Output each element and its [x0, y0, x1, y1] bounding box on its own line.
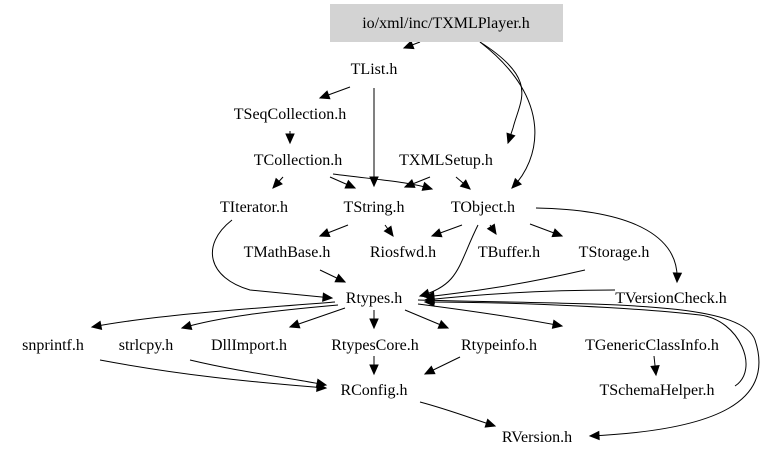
- edge-txmlplayer-to-tobject: [479, 41, 536, 189]
- arrowhead-rtypescore-to-rconfig: [369, 364, 379, 376]
- edge-rtypes-to-strlcpy: [181, 304, 339, 329]
- node-rtypescore[interactable]: RtypesCore.h: [331, 337, 419, 354]
- node-rtypeinfo[interactable]: Rtypeinfo.h: [461, 337, 537, 354]
- edge-tstorage-to-rtypes: [424, 269, 586, 298]
- arrowhead-txmlsetup-to-tstring: [403, 179, 416, 188]
- arrowhead-titerator-to-rtypes: [322, 292, 334, 302]
- arrowhead-rtypes-to-tgenericclassinfo: [551, 319, 564, 329]
- arrowhead-tstring-to-riosfwd: [383, 225, 394, 237]
- node-strlcpy[interactable]: strlcpy.h: [119, 337, 174, 354]
- arrowhead-rtypes-to-rtypescore: [369, 318, 379, 330]
- node-rversion[interactable]: RVersion.h: [502, 429, 572, 446]
- arrowhead-txmlplayer-to-tlist: [402, 40, 415, 50]
- node-txmlsetup[interactable]: TXMLSetup.h: [399, 152, 493, 169]
- node-rtypes[interactable]: Rtypes.h: [346, 290, 402, 307]
- arrowhead-rtypeinfo-to-rconfig: [423, 365, 436, 375]
- node-tgenericclassinfo[interactable]: TGenericClassInfo.h: [585, 337, 719, 354]
- arrowhead-tschemahelper-to-rtypes: [423, 297, 435, 307]
- arrowhead-tlist-to-tseqcollection: [318, 90, 331, 100]
- arrowhead-tmathbase-to-rtypes: [334, 273, 347, 283]
- edge-titerator-to-rtypes: [212, 219, 333, 299]
- arrowhead-txmlplayer-to-txmlsetup: [506, 132, 516, 145]
- edge-tschemahelper-to-rtypes: [424, 301, 747, 387]
- root-node-box: [330, 4, 563, 42]
- node-tschemahelper[interactable]: TSchemaHelper.h: [599, 382, 714, 399]
- edge-rconfig-to-rversion: [419, 401, 496, 427]
- arrowhead-strlcpy-to-rconfig: [315, 378, 328, 388]
- arrowhead-rtypes-to-dllimport: [288, 319, 301, 329]
- edge-rtypes-to-tgenericclassinfo: [417, 303, 563, 327]
- arrowhead-rtypes-to-rtypeinfo: [437, 319, 450, 329]
- node-titerator[interactable]: TIterator.h: [220, 199, 288, 216]
- node-tobject[interactable]: TObject.h: [451, 199, 515, 216]
- node-tseqcollection[interactable]: TSeqCollection.h: [234, 106, 346, 123]
- arrowhead-tobject-to-tstorage: [551, 228, 564, 238]
- arrowhead-txmlsetup-to-tobject: [459, 179, 471, 190]
- node-dllimport[interactable]: DllImport.h: [211, 337, 287, 354]
- edge-rtypes-to-dllimport: [289, 307, 346, 328]
- arrowhead-tcollection-to-titerator: [272, 177, 283, 189]
- node-tlist[interactable]: TList.h: [351, 61, 398, 78]
- edge-rtypes-to-rversion: [417, 299, 760, 437]
- edge-strlcpy-to-rconfig: [189, 359, 327, 386]
- edge-tversioncheck-to-rtypes: [424, 289, 616, 301]
- node-tversioncheck[interactable]: TVersionCheck.h: [615, 290, 727, 307]
- edge-rtypes-to-snprintf: [91, 301, 336, 328]
- arrowhead-tcollection-to-tobject: [421, 181, 434, 191]
- arrowhead-rconfig-to-rversion: [484, 418, 497, 428]
- arrowhead-tobject-to-riosfwd: [430, 228, 443, 238]
- arrowhead-rtypes-to-rversion: [588, 430, 600, 441]
- arrowhead-txmlplayer-to-tobject: [511, 177, 522, 189]
- arrowhead-tseqcollection-to-tcollection: [285, 133, 295, 145]
- edge-snprintf-to-rconfig: [99, 359, 327, 389]
- arrowhead-rtypes-to-snprintf: [90, 320, 103, 330]
- node-riosfwd[interactable]: Riosfwd.h: [370, 244, 436, 261]
- node-snprintf[interactable]: snprintf.h: [22, 337, 84, 354]
- edge-txmlplayer-to-txmlsetup: [479, 41, 523, 144]
- arrowhead-tstring-to-tmathbase: [318, 228, 331, 237]
- node-txmlplayer[interactable]: io/xml/inc/TXMLPlayer.h: [362, 15, 530, 32]
- node-tcollection[interactable]: TCollection.h: [254, 152, 342, 169]
- node-tmathbase[interactable]: TMathBase.h: [244, 244, 331, 261]
- edge-layer: [90, 40, 760, 441]
- arrowhead-tcollection-to-tstring: [344, 179, 357, 189]
- arrowhead-rtypes-to-strlcpy: [180, 320, 193, 331]
- node-layer: io/xml/inc/TXMLPlayer.h TList.h TSeqColl…: [22, 15, 727, 446]
- arrowhead-tgenericclassinfo-to-tschemahelper: [650, 365, 660, 377]
- node-rconfig[interactable]: RConfig.h: [340, 382, 407, 399]
- node-tstring[interactable]: TString.h: [344, 199, 405, 216]
- edge-tobject-to-rtypes: [419, 224, 479, 297]
- arrowhead-tobject-to-tversioncheck: [672, 272, 683, 284]
- arrowhead-tobject-to-tbuffer: [486, 223, 497, 236]
- edge-tobject-to-tversioncheck: [535, 207, 678, 283]
- node-tstorage[interactable]: TStorage.h: [579, 244, 650, 261]
- node-tbuffer[interactable]: TBuffer.h: [478, 244, 540, 261]
